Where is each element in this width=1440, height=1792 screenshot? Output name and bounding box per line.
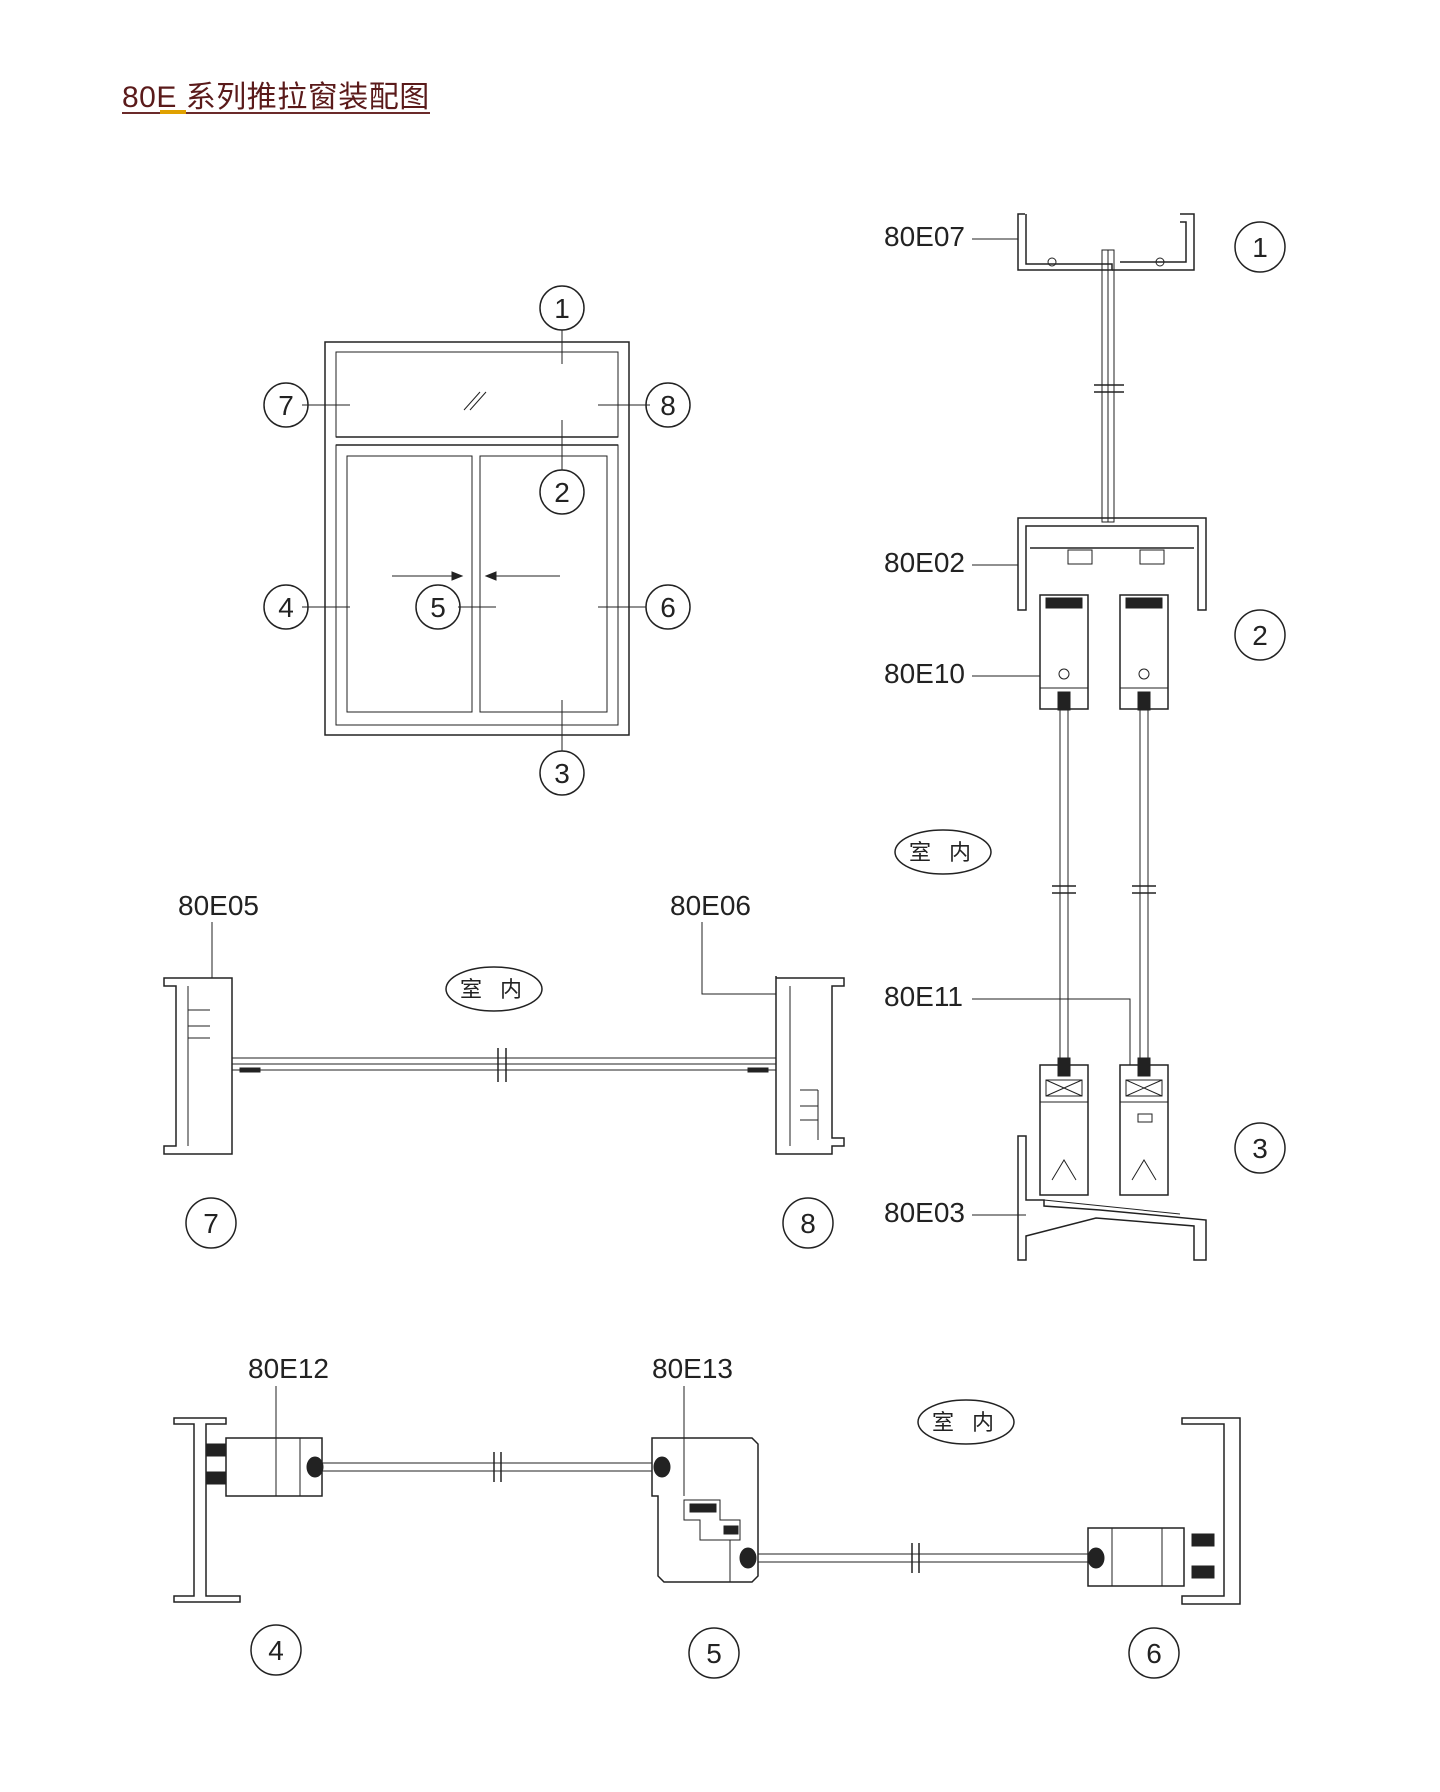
- profile-label: 80E12: [248, 1353, 329, 1384]
- profile-label: 80E07: [884, 221, 965, 252]
- profile-label: 80E13: [652, 1353, 733, 1384]
- callout-label: 6: [660, 592, 676, 623]
- profile-80E06: [775, 976, 845, 1155]
- callout-label: 4: [268, 1635, 284, 1666]
- callout-label: 2: [1252, 620, 1268, 651]
- profile-label: 80E06: [670, 890, 751, 921]
- callout-label: 7: [203, 1208, 219, 1239]
- callout-7: [263, 382, 309, 428]
- profile-label: 80E11: [884, 981, 963, 1012]
- profile-80E13: [651, 1437, 759, 1583]
- indoor-label-ellipse: [445, 966, 543, 1012]
- right-sash: [479, 455, 608, 713]
- right-jamb: [1181, 1417, 1241, 1605]
- callout-2: [539, 469, 585, 515]
- transom-panel: [335, 351, 619, 438]
- indoor-label: 室 内: [932, 1410, 1000, 1435]
- profile-80E05: [163, 977, 233, 1155]
- callout-label: 5: [430, 592, 446, 623]
- profile-80E11-a: [1039, 1064, 1089, 1196]
- title-underline: [122, 112, 430, 114]
- profile-label: 80E03: [884, 1197, 965, 1228]
- callout-label: 3: [554, 758, 570, 789]
- callout-2: [1234, 609, 1286, 661]
- callout-1: [1234, 221, 1286, 273]
- callout-3: [539, 750, 585, 796]
- glass-symbol: [463, 391, 481, 411]
- callout-6: [645, 584, 691, 630]
- callout-7: [185, 1197, 237, 1249]
- window-elevation: 1 2 3 4 5 6 7 8: [263, 285, 691, 796]
- callout-8: [782, 1197, 834, 1249]
- left-sash: [346, 455, 473, 713]
- callout-label: 8: [660, 390, 676, 421]
- indoor-label-ellipse: [917, 1399, 1015, 1445]
- indoor-label: 室 内: [909, 840, 977, 865]
- fixed-pane-section: 80E05 80E06 室 内 7 8: [163, 890, 845, 1249]
- horizontal-section: 80E12 80E13 室 内 4 5 6: [173, 1353, 1241, 1679]
- indoor-label: 室 内: [460, 977, 528, 1002]
- callout-label: 1: [1252, 232, 1268, 263]
- profile-label: 80E02: [884, 547, 965, 578]
- callout-4: [250, 1624, 302, 1676]
- callout-label: 7: [278, 390, 294, 421]
- callout-label: 5: [706, 1638, 722, 1669]
- profile-80E02: [1017, 517, 1207, 611]
- profile-label: 80E05: [178, 890, 259, 921]
- callout-3: [1234, 1122, 1286, 1174]
- vertical-section: 80E07 80E02 80E10 80E11 80E03 1 2 3 室 内: [884, 213, 1286, 1261]
- callout-5: [415, 584, 461, 630]
- callout-1: [539, 285, 585, 331]
- callout-6: [1128, 1627, 1180, 1679]
- callout-label: 8: [800, 1208, 816, 1239]
- callout-label: 3: [1252, 1133, 1268, 1164]
- indoor-label-ellipse: [894, 829, 992, 875]
- callout-label: 1: [554, 293, 570, 324]
- profile-80E03: [1017, 1135, 1207, 1261]
- profile-label: 80E10: [884, 658, 965, 689]
- outer-frame: [324, 341, 630, 736]
- profile-80E07-left: [1017, 213, 1113, 271]
- left-jamb: [173, 1417, 241, 1603]
- sash-area: [335, 444, 619, 726]
- callout-label: 4: [278, 592, 294, 623]
- callout-8: [645, 382, 691, 428]
- callout-label: 2: [554, 477, 570, 508]
- callout-label: 6: [1146, 1638, 1162, 1669]
- title-accent: [160, 110, 186, 114]
- page-title: 80E 系列推拉窗装配图: [122, 81, 430, 114]
- callout-4: [263, 584, 309, 630]
- callout-5: [688, 1627, 740, 1679]
- profile-80E11-b: [1119, 1064, 1169, 1196]
